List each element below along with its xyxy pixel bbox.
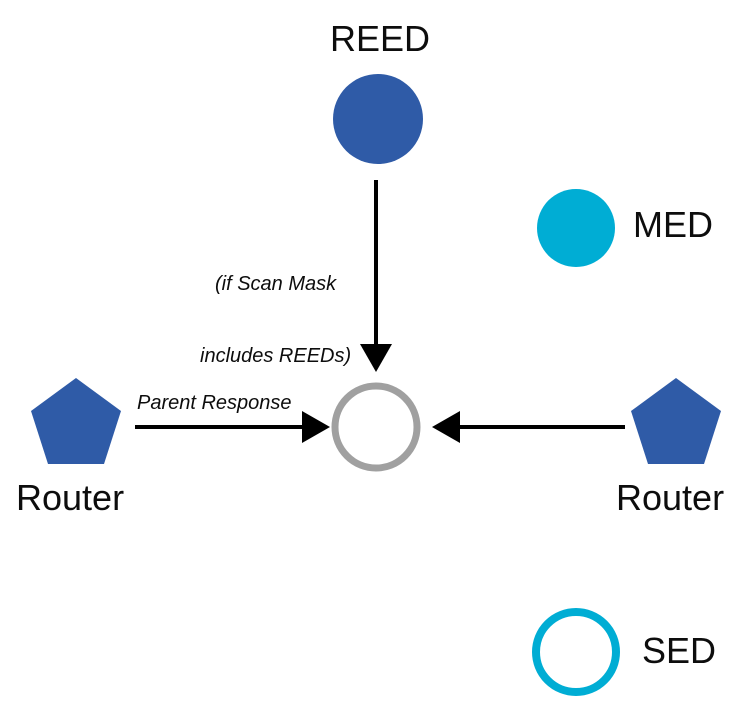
med-node-label: MED <box>633 204 713 245</box>
parent-response-edge-label: Parent Response <box>137 392 292 414</box>
scan-mask-condition-label: (if Scan Mask includes REEDs) <box>200 224 351 416</box>
sed-node-circle-icon <box>532 608 620 696</box>
med-node-circle-icon <box>537 189 615 267</box>
router-left-node-label: Router <box>16 477 125 518</box>
reed-node-label: REED <box>330 18 431 59</box>
router-right-pentagon-icon <box>631 378 721 464</box>
router-left-pentagon-icon <box>31 378 121 464</box>
center-device-circle-icon <box>331 382 421 472</box>
scan-mask-condition-line-2: includes REEDs) <box>200 345 352 367</box>
reed-node-circle-icon <box>333 74 423 164</box>
scan-mask-condition-line-1: (if Scan Mask <box>215 273 337 295</box>
router-right-node-label: Router <box>616 477 725 518</box>
sed-node-label: SED <box>642 630 717 671</box>
